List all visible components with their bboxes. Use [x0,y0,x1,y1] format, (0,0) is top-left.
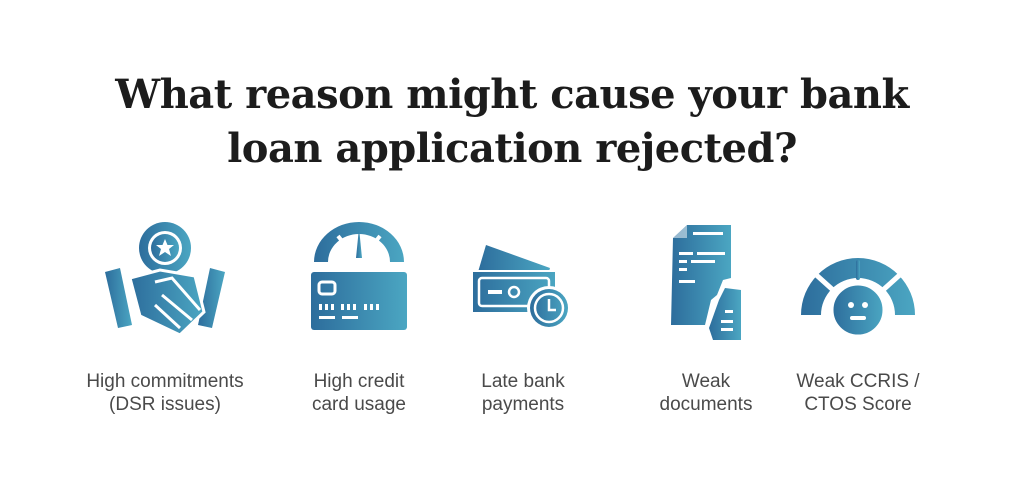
reason-label-line-1: Late bank [481,371,565,392]
reason-weak-ccris-ctos-score: Weak CCRIS /CTOS Score [763,220,953,416]
reason-label-line-2: payments [481,394,565,415]
title-line-1: What reason might cause your bank [115,71,909,118]
torn-document-icon [671,225,741,340]
title-line-2: loan application rejected? [227,125,797,172]
reason-label-line-1: High credit [313,371,405,392]
credit-card-gauge-icon [311,222,407,330]
reason-label-line-2: card usage [311,394,406,415]
reason-label-line-1: Weak [681,371,731,392]
score-gauge-icon [801,258,915,338]
reason-label-line-2: (DSR issues) [109,394,221,415]
reason-label-line-1: Weak CCRIS / [796,371,920,392]
handshake-award-icon [105,222,225,337]
reason-label-line-2: documents [659,394,753,415]
reason-high-commitments: High commitments(DSR issues) [70,220,260,416]
page-title: What reason might cause your bank loan a… [0,68,1024,176]
reason-label-line-2: CTOS Score [804,394,912,415]
reason-label-line-1: High commitments [86,371,244,392]
money-clock-icon [471,245,571,330]
